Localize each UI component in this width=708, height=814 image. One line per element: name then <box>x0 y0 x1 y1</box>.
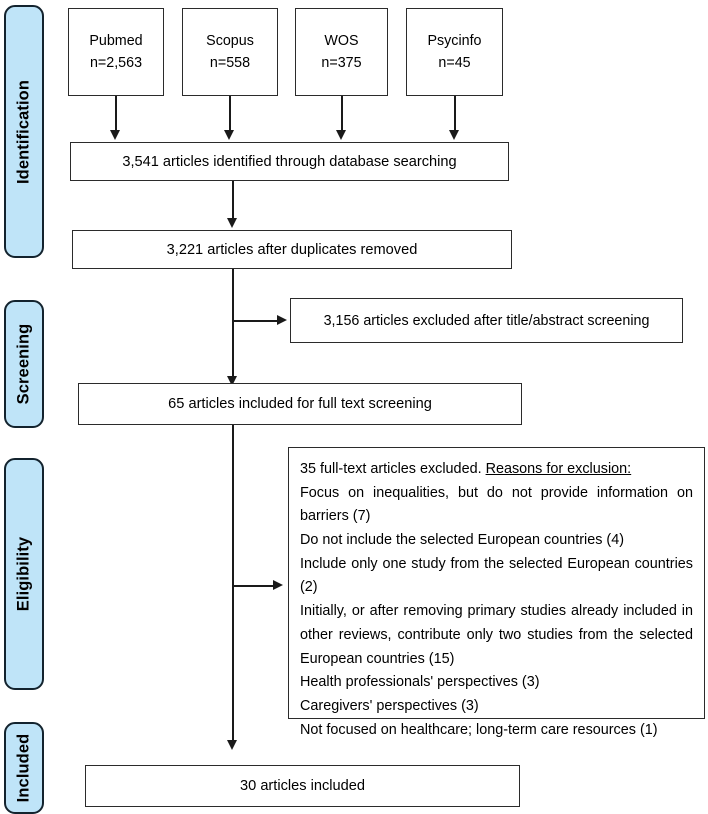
exclusion-reason-item: Do not include the selected European cou… <box>300 532 624 549</box>
arrowhead-wos-to-identified <box>336 130 346 140</box>
flow-box-excluded-title-abstract: 3,156 articles excluded after title/abst… <box>290 298 683 343</box>
source-name-pubmed: Pubmed <box>89 32 143 49</box>
stage-label-identification: Identification <box>14 79 33 184</box>
source-count-psycinfo: n=45 <box>438 55 471 71</box>
arrowhead-identified-to-duplicates <box>227 218 237 228</box>
stage-pill-included: Included <box>4 722 44 814</box>
arrowhead-branch-to-ta-exclusion <box>277 315 287 325</box>
exclusion-reason-item: Not focused on healthcare; long-term car… <box>300 721 658 738</box>
source-box-pubmed: Pubmed n=2,563 <box>68 8 164 96</box>
source-count-scopus: n=558 <box>209 55 251 71</box>
stage-pill-eligibility: Eligibility <box>4 458 44 690</box>
connector-identified-to-duplicates <box>232 181 234 220</box>
connector-psycinfo-to-identified <box>454 96 456 132</box>
connector-fulltext-to-included <box>232 425 234 743</box>
source-box-psycinfo: Psycinfo n=45 <box>406 8 503 96</box>
flow-box-exclusion-reasons: 35 full-text articles excluded. Reasons … <box>288 447 705 738</box>
arrowhead-branch-to-reasons <box>273 580 283 590</box>
arrowhead-pubmed-to-identified <box>110 130 120 140</box>
flow-box-after-duplicates: 3,221 articles after duplicates removed <box>72 230 512 269</box>
connector-branch-to-reasons <box>232 585 278 587</box>
flow-box-after-duplicates-text: 3,221 articles after duplicates removed <box>166 241 418 258</box>
exclusion-heading: 35 full-text articles excluded. Reasons … <box>300 458 693 482</box>
exclusion-heading-lead: 35 full-text articles excluded. <box>300 461 486 477</box>
stage-pill-screening: Screening <box>4 300 44 428</box>
stage-label-eligibility: Eligibility <box>14 536 33 612</box>
exclusion-reason-item: Initially, or after removing primary stu… <box>300 603 693 667</box>
connector-duplicates-to-fulltext <box>232 269 234 379</box>
arrowhead-psycinfo-to-identified <box>449 130 459 140</box>
flow-box-included-final-text: 30 articles included <box>240 778 365 794</box>
flow-box-excluded-title-abstract-text: 3,156 articles excluded after title/abst… <box>323 312 650 329</box>
flow-box-full-text-screening-text: 65 articles included for full text scree… <box>168 396 432 412</box>
exclusion-reason-item: Include only one study from the selected… <box>300 555 693 596</box>
arrowhead-scopus-to-identified <box>224 130 234 140</box>
flow-box-identified: 3,541 articles identified through databa… <box>70 142 509 181</box>
stage-pill-identification: Identification <box>4 5 44 258</box>
flow-box-included-final: 30 articles included <box>85 765 520 807</box>
flow-box-full-text-screening: 65 articles included for full text scree… <box>78 383 522 425</box>
exclusion-reason-item: Caregivers' perspectives (3) <box>300 697 479 714</box>
connector-scopus-to-identified <box>229 96 231 132</box>
exclusion-reason-item: Focus on inequalities, but do not provid… <box>300 484 693 525</box>
source-name-wos: WOS <box>324 32 359 49</box>
stage-label-included: Included <box>14 733 33 803</box>
arrowhead-duplicates-to-fulltext <box>227 376 237 386</box>
flow-box-identified-text: 3,541 articles identified through databa… <box>122 153 457 170</box>
source-name-scopus: Scopus <box>206 32 254 49</box>
source-box-wos: WOS n=375 <box>295 8 388 96</box>
source-box-scopus: Scopus n=558 <box>182 8 278 96</box>
source-name-psycinfo: Psycinfo <box>427 32 482 49</box>
source-count-pubmed: n=2,563 <box>89 55 143 71</box>
stage-label-screening: Screening <box>14 323 33 405</box>
connector-wos-to-identified <box>341 96 343 132</box>
exclusion-heading-underlined: Reasons for exclusion: <box>485 461 632 477</box>
connector-branch-to-ta-exclusion <box>232 320 282 322</box>
source-count-wos: n=375 <box>321 55 362 71</box>
arrowhead-fulltext-to-included <box>227 740 237 750</box>
connector-pubmed-to-identified <box>115 96 117 132</box>
exclusion-reason-item: Health professionals' perspectives (3) <box>300 674 540 691</box>
